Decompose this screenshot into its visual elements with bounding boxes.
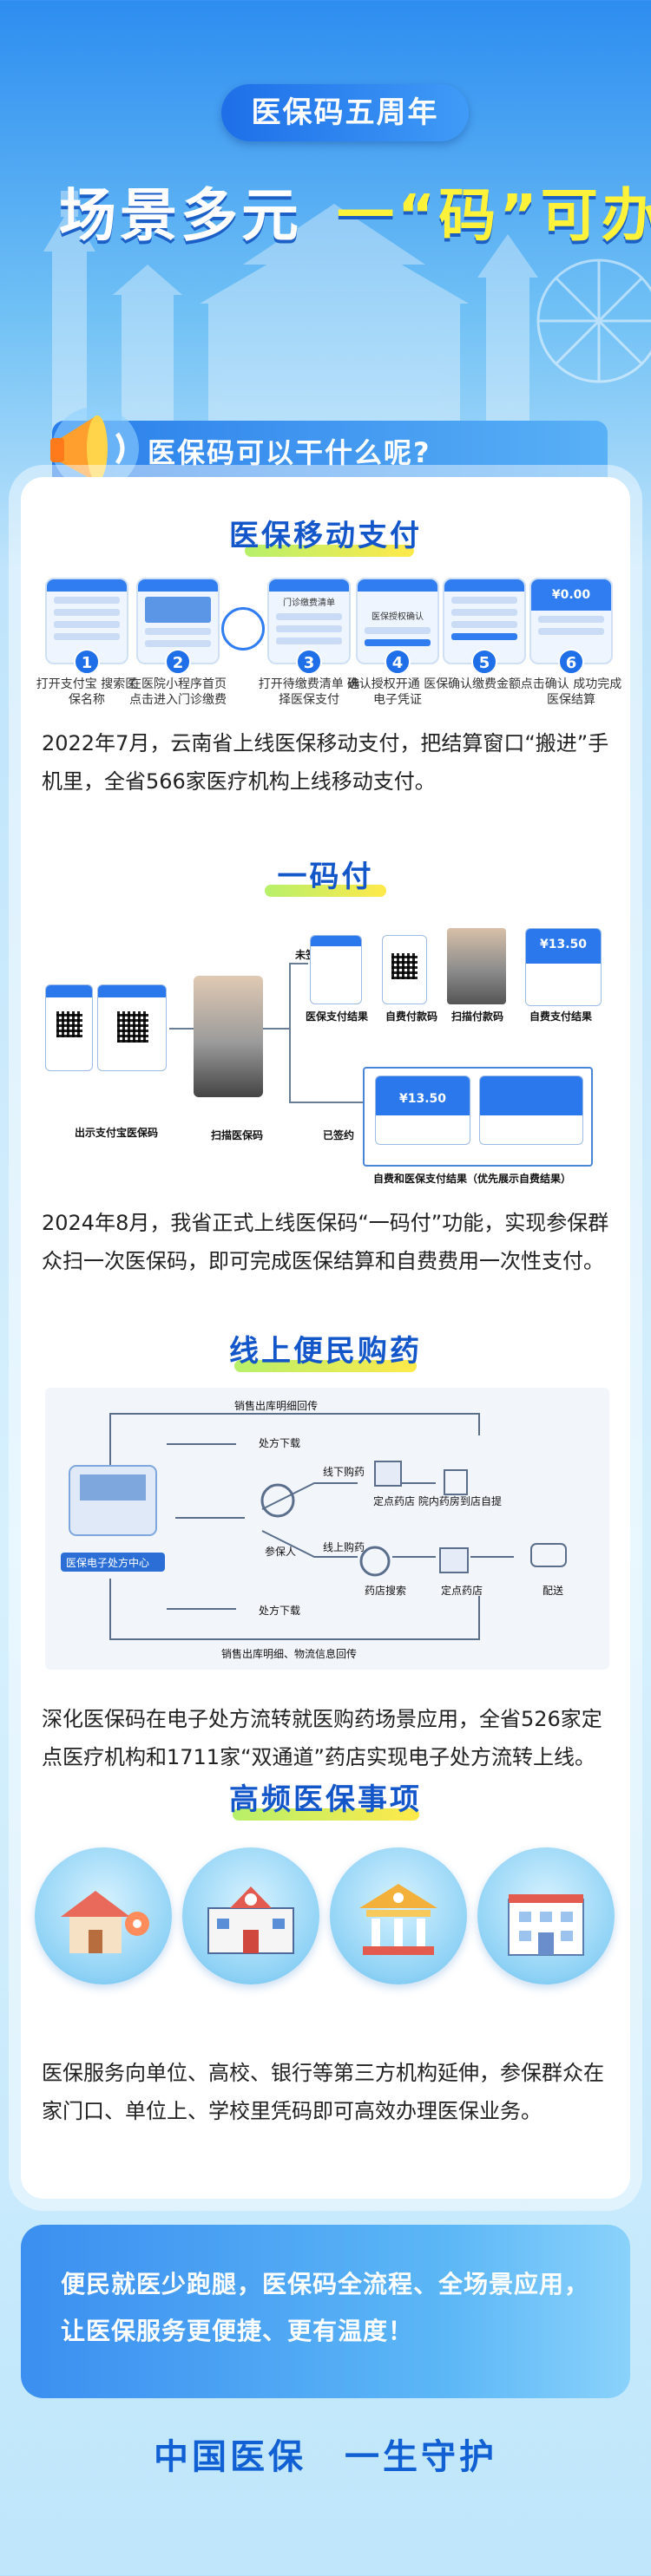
one-code-paragraph: 2024年8月，我省正式上线医保码“一码付”功能，实现参保群众扫一次医保码，即可…	[42, 1211, 609, 1273]
headline: 场景多元一“码”可办	[59, 169, 651, 249]
combined-result-screen-2	[479, 1076, 583, 1145]
phone-screen-6: ¥0.00	[529, 578, 613, 664]
flow-label: 销售出库明细回传	[234, 1400, 319, 1412]
scan-pay-photo	[447, 928, 506, 1004]
flow-line	[169, 1028, 194, 1030]
high-freq-paragraph: 医保服务向单位、高校、银行等第三方机构延伸，参保群众在家门口、单位上、学校里凭码…	[42, 2061, 604, 2123]
step-label: 点击确认 成功完成医保结算	[520, 677, 622, 707]
city-skyline-decoration	[43, 191, 651, 434]
flow-label: 参保人	[265, 1546, 297, 1558]
slogan: 中国医保 一生守护	[154, 2437, 497, 2477]
flow-line	[289, 963, 308, 964]
diagram-label: 自费付款码	[385, 1010, 438, 1023]
summary-box	[21, 2225, 630, 2398]
diagram-label: 扫描付款码	[451, 1010, 504, 1023]
step-number: 3	[296, 649, 322, 675]
diagram-label: 自费支付结果	[529, 1010, 593, 1023]
step-number: 4	[385, 649, 411, 675]
step-number: 2	[165, 649, 191, 675]
flow-label: 医保电子处方中心	[66, 1557, 150, 1569]
flow-label: 线上购药	[323, 1541, 365, 1553]
step-label: 在医院小程序首页 点击进入门诊缴费	[129, 677, 227, 707]
diagram-label: 医保支付结果	[306, 1010, 369, 1023]
flow-line	[289, 1102, 363, 1103]
diagram-label: 出示支付宝医保码	[75, 1127, 159, 1139]
flow-label: 处方下载	[259, 1437, 301, 1449]
medical-code-screen	[97, 984, 167, 1071]
step-number: 6	[558, 649, 584, 675]
flow-label: 定点药店	[441, 1585, 483, 1597]
step-label: 打开支付宝 搜索医保名称	[36, 677, 138, 707]
flow-line	[289, 963, 291, 1102]
alipay-code-screen	[45, 984, 93, 1071]
summary-text: 便民就医少跑腿，医保码全流程、全场景应用，让医保服务更便捷、更有温度！	[61, 2270, 590, 2345]
pharmacy-flow-lines	[61, 1413, 567, 1640]
question-text: 医保码可以干什么呢?	[148, 436, 431, 469]
flow-label: 定点药店 院内药房	[373, 1495, 460, 1507]
pharmacy-paragraph: 深化医保码在电子处方流转就医购药场景应用，全省526家定点医疗机构和1711家“…	[42, 1707, 602, 1769]
medical-pay-result-screen	[310, 935, 362, 1004]
megaphone-icon	[50, 407, 139, 490]
bank-icon	[330, 1847, 467, 1984]
step-number: 5	[471, 649, 497, 675]
section-title-mobile-pay: 医保移动支付	[229, 519, 422, 553]
hospital-mini-program-icon	[221, 607, 265, 651]
mobile-pay-paragraph: 2022年7月，云南省上线医保移动支付，把结算窗口“搬进”手机里，全省566家医…	[42, 731, 609, 794]
flow-label: 销售出库明细、物流信息回传	[221, 1648, 358, 1660]
title-underline	[265, 885, 386, 897]
section-title-one-code: 一码付	[277, 860, 374, 894]
scanner-photo	[194, 976, 263, 1097]
flow-label: 到店自提	[460, 1495, 503, 1507]
section-title-pharmacy: 线上便民购药	[229, 1334, 422, 1369]
flow-label: 处方下载	[259, 1605, 301, 1617]
branch-label: 已签约	[323, 1129, 355, 1141]
flow-label: 药店搜索	[365, 1585, 407, 1597]
headline-yellow: 一“码”可办	[337, 182, 651, 249]
home-location-icon	[35, 1847, 172, 1984]
section-title-high-freq: 高频医保事项	[229, 1782, 422, 1817]
self-pay-result-screen: ¥13.50	[525, 928, 602, 1006]
diagram-label: 自费和医保支付结果（优先展示自费结果）	[373, 1173, 572, 1185]
flow-label: 线下购药	[323, 1466, 365, 1478]
step-label: 打开待缴费清单 选择医保支付	[258, 677, 360, 707]
self-pay-code-screen	[382, 935, 427, 1004]
step-label: 确认缴费金额	[448, 677, 521, 691]
hospital-icon	[477, 1847, 615, 1984]
title-underline	[233, 1808, 419, 1821]
step-number: 1	[74, 649, 100, 675]
anniversary-badge: 医保码五周年	[221, 84, 469, 141]
step-label: 确认授权开通 医保电子凭证	[346, 677, 449, 707]
flow-line	[263, 1028, 289, 1030]
combined-result-screen-1: ¥13.50	[375, 1076, 470, 1145]
flow-label: 配送	[542, 1585, 564, 1597]
phone-screen-3: 门诊缴费清单	[267, 578, 351, 664]
diagram-label: 扫描医保码	[211, 1129, 264, 1141]
headline-white: 场景多元	[59, 182, 302, 249]
title-underline	[234, 1360, 417, 1372]
school-icon	[182, 1847, 319, 1984]
title-underline	[245, 545, 414, 557]
